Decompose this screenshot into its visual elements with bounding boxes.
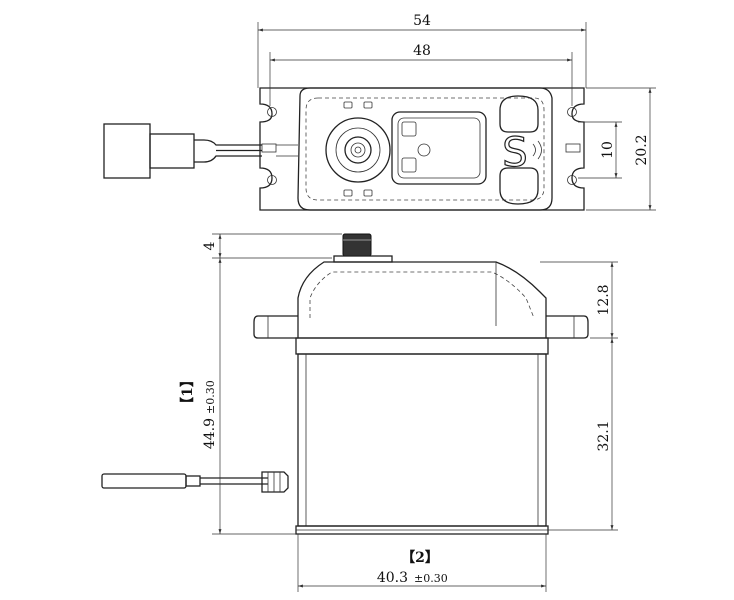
- side-view: [101, 233, 589, 535]
- logo-wave-2: [537, 140, 542, 160]
- dim-body-width-tol: ±0.30: [414, 572, 448, 585]
- mount-hole-right-bottom: [567, 175, 577, 185]
- mount-hole-left-bottom: [267, 175, 277, 185]
- gear-stub-br: [363, 189, 373, 197]
- side-strain-relief: [261, 471, 289, 493]
- label-slot-2: [401, 157, 417, 173]
- output-gear-ring-mid: [335, 127, 381, 173]
- side-connector: [101, 473, 187, 489]
- output-spline: [350, 142, 366, 158]
- side-dimensions: 4 44.9 ±0.30 【1】 12.8 32.1 【2】 40.3 ±0.3…: [180, 233, 618, 592]
- dim-slot-width: 10: [600, 141, 616, 159]
- dim-body-width-value: 40.3: [377, 570, 408, 586]
- label-slot: [401, 121, 417, 137]
- dim-lower-case-height: 32.1: [596, 420, 612, 451]
- left-bushing: [261, 143, 277, 153]
- logo-wave-1: [532, 143, 536, 157]
- top-flange-outline: [259, 87, 585, 211]
- side-upper-case-dash: [309, 271, 535, 319]
- dim-body-height-value: 44.9: [202, 418, 218, 449]
- side-ear-right: [546, 315, 589, 339]
- dim-body-height-tag: 【1】: [180, 373, 196, 411]
- dim-hole-spacing: 48: [413, 43, 431, 59]
- label-window-outer: [391, 111, 487, 185]
- mount-hole-left-top: [267, 107, 277, 117]
- side-connector-neck: [185, 475, 201, 487]
- right-bushing: [565, 143, 581, 153]
- dim-spline-height: 4: [202, 241, 218, 250]
- dim-body-height-tol: ±0.30: [204, 380, 217, 414]
- dim-body-height-label: 44.9 ±0.30: [202, 380, 218, 449]
- side-output-spline: [342, 233, 372, 257]
- top-cable: [194, 139, 262, 163]
- dim-body-width-tag: 【2】: [401, 550, 439, 566]
- top-connector: [103, 123, 151, 179]
- label-window-inner: [397, 117, 481, 179]
- top-case-inner: [305, 97, 545, 201]
- side-gasket: [295, 337, 549, 355]
- top-view: S: [103, 87, 585, 211]
- side-spline-base: [333, 255, 393, 263]
- gear-stub-tl: [343, 101, 353, 109]
- label-hole-1: [417, 143, 431, 157]
- top-connector-neck: [149, 133, 195, 169]
- output-spline-center: [354, 146, 362, 154]
- gear-stub-tr: [363, 101, 373, 109]
- gear-stub-bl: [343, 189, 353, 197]
- top-case-body: [297, 87, 553, 211]
- brand-logo-letter: S: [502, 130, 527, 176]
- top-cable-to-case: [276, 144, 298, 157]
- dim-overall-width: 54: [413, 13, 431, 29]
- dim-flange-height: 20.2: [634, 134, 650, 165]
- side-upper-case: [297, 261, 547, 339]
- output-gear-ring-inner: [344, 136, 372, 164]
- mount-hole-right-top: [567, 107, 577, 117]
- top-boss-upper: [499, 95, 539, 133]
- side-lower-case: [297, 353, 547, 527]
- top-boss-lower: [499, 167, 539, 205]
- output-gear-ring-outer: [325, 117, 391, 183]
- top-dimensions: 54 48 10 20.2: [257, 13, 656, 211]
- side-ear-left: [253, 315, 298, 339]
- dim-upper-case-height: 12.8: [596, 284, 612, 315]
